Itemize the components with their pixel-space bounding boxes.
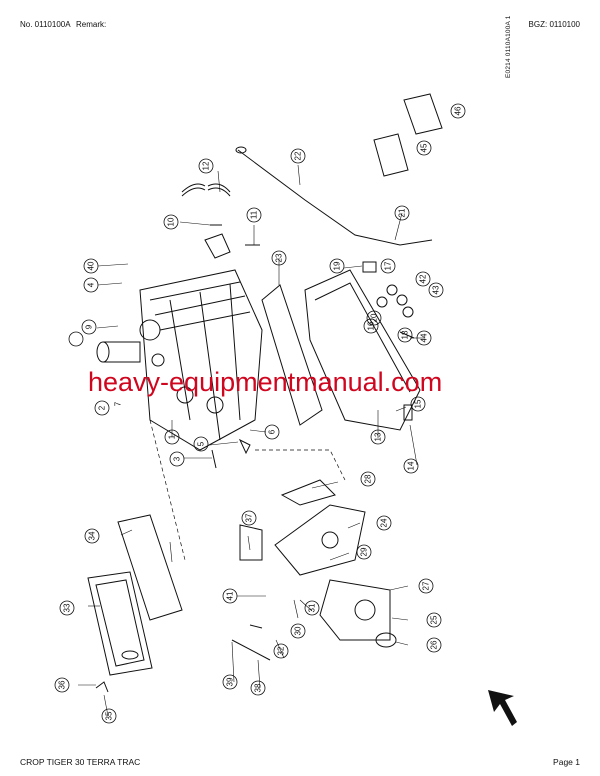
callout-number: 20 xyxy=(369,313,379,323)
callout-number: 41 xyxy=(225,591,235,601)
filter-cartridges-drawing xyxy=(373,93,443,177)
callout-number: 21 xyxy=(397,208,407,218)
callout-number: 46 xyxy=(453,106,463,116)
callout-number: 29 xyxy=(359,547,369,557)
callout-number: 14 xyxy=(406,461,416,471)
callout-number: 23 xyxy=(274,253,284,263)
remark-label: Remark: xyxy=(76,20,107,29)
callout-number: 11 xyxy=(249,210,259,220)
model-name: CROP TIGER 30 TERRA TRAC xyxy=(20,757,141,767)
callout-number: 19 xyxy=(332,261,342,271)
callout-number: 42 xyxy=(418,274,428,284)
callout-number: 5 xyxy=(196,441,206,447)
callout-number: 31 xyxy=(307,603,317,613)
callout-number: 45 xyxy=(419,143,429,153)
callout-number: 36 xyxy=(57,680,67,690)
engine-block-drawing xyxy=(139,269,263,451)
callout-number: 9 xyxy=(84,324,94,330)
callout-number: 35 xyxy=(104,711,114,721)
oil-pan-drawing xyxy=(261,269,421,431)
callout-number: 7 xyxy=(113,401,123,407)
valve-cover-drawing xyxy=(87,514,183,676)
timing-cover-drawing xyxy=(274,479,397,648)
drawing-reference: E0214 0110A100A 1 xyxy=(505,15,512,78)
bgz-code: BGZ: 0110100 xyxy=(528,20,580,29)
small-parts-drawing xyxy=(95,224,415,693)
callout-number: 10 xyxy=(166,217,176,227)
callout-number: 39 xyxy=(225,677,235,687)
orientation-arrow xyxy=(488,690,517,726)
callout-number: 25 xyxy=(429,615,439,625)
callout-number: 43 xyxy=(431,285,441,295)
callout-number: 37 xyxy=(244,513,254,523)
callout-number: 28 xyxy=(363,474,373,484)
callout-circles xyxy=(54,103,466,724)
callout-number: 18 xyxy=(400,330,410,340)
callout-number: 2 xyxy=(97,405,107,411)
callout-number: 16 xyxy=(366,321,376,331)
callout-number: 15 xyxy=(413,399,423,409)
callout-number: 3 xyxy=(172,456,182,462)
callout-number: 24 xyxy=(379,518,389,528)
callout-number: 1 xyxy=(167,434,177,440)
callout-number: 6 xyxy=(267,429,277,435)
callout-number: 30 xyxy=(293,626,303,636)
callout-number: 12 xyxy=(201,161,211,171)
callout-number: 40 xyxy=(86,261,96,271)
callout-number: 22 xyxy=(293,151,303,161)
callout-number: 32 xyxy=(276,646,286,656)
doc-number: No. 0110100A xyxy=(20,20,71,29)
assembly-dashed-lines xyxy=(149,419,346,561)
callout-number: 13 xyxy=(373,432,383,442)
leader-lines xyxy=(78,164,424,717)
cylinder-liner-drawing xyxy=(96,341,141,363)
callout-number: 27 xyxy=(421,581,431,591)
callout-number: 17 xyxy=(383,261,393,271)
callout-number: 44 xyxy=(419,333,429,343)
page-number: Page 1 xyxy=(553,757,580,767)
callout-number: 38 xyxy=(253,683,263,693)
dipstick-drawing xyxy=(235,146,433,246)
bearing-shells-drawing xyxy=(181,183,231,197)
callout-number: 34 xyxy=(87,531,97,541)
callout-number: 26 xyxy=(429,640,439,650)
callout-number: 4 xyxy=(86,282,96,288)
callout-number: 33 xyxy=(62,603,72,613)
watermark-text: heavy-equipmentmanual.com xyxy=(88,367,443,397)
